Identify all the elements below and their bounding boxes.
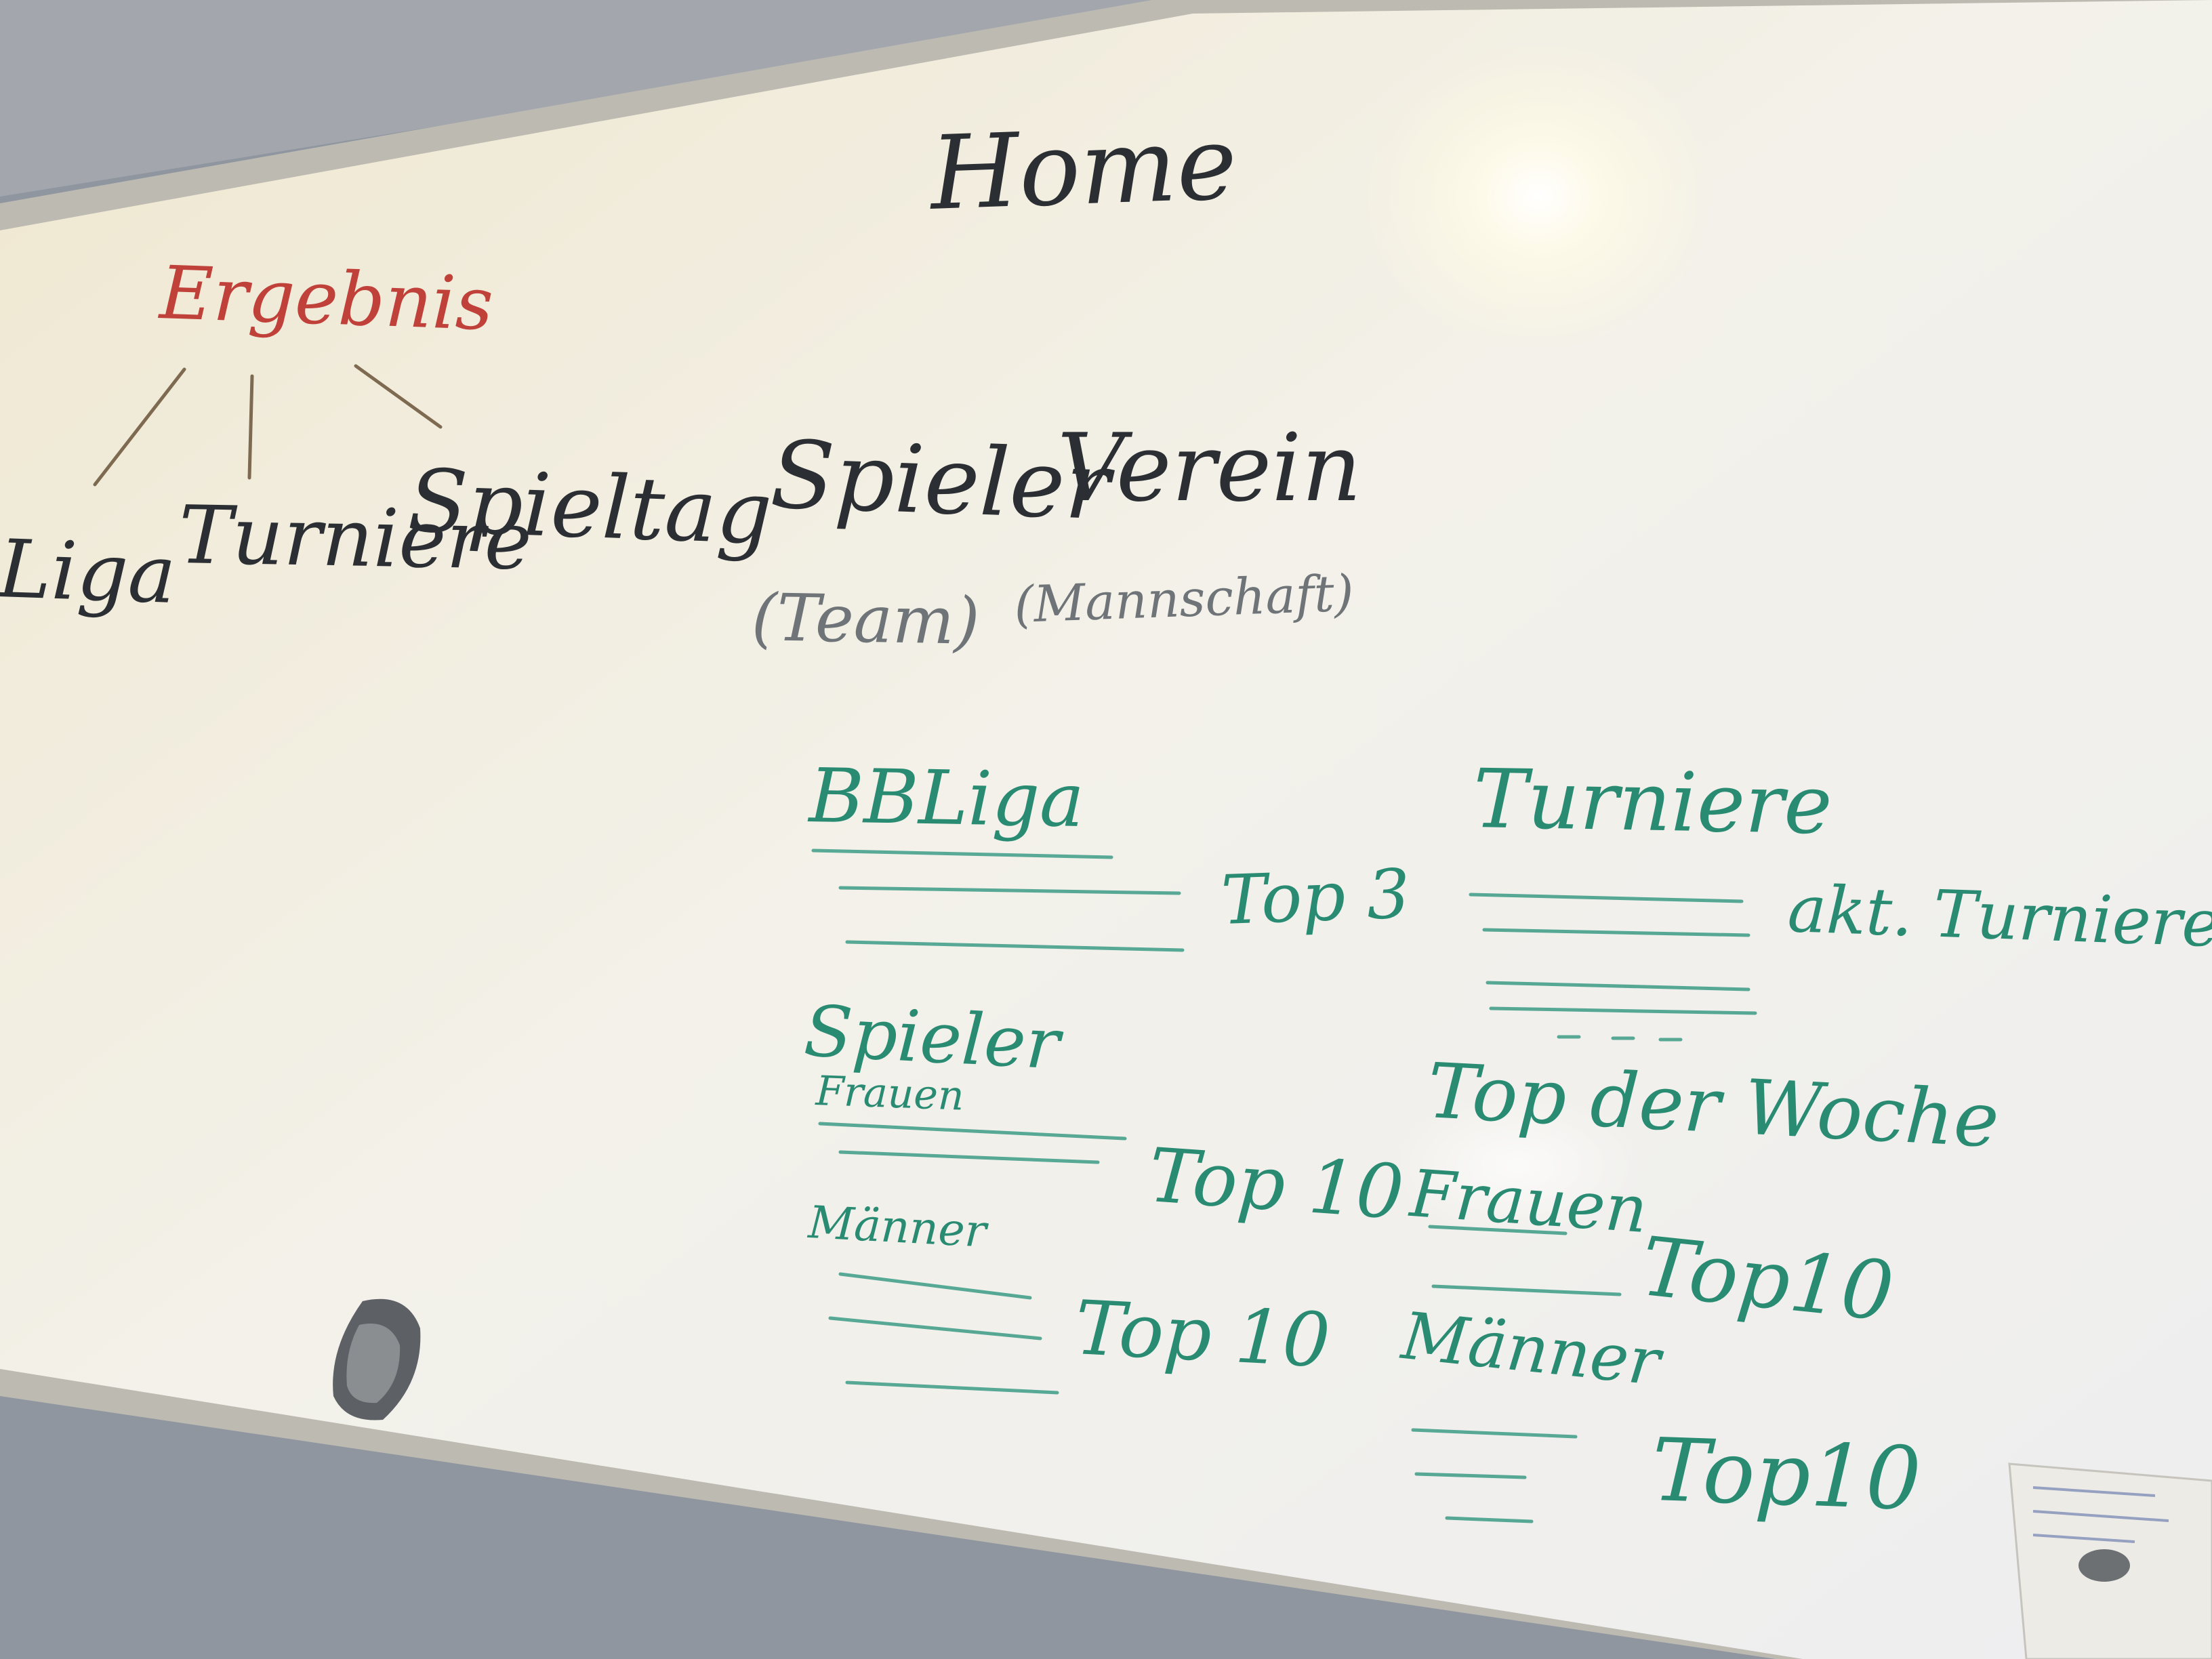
top10-frauen-label: Top 10 (1146, 1132, 1407, 1236)
verein-label: Verein (1057, 413, 1362, 523)
top10-maenner-label: Top 10 (1073, 1284, 1332, 1385)
sticky-note (2008, 1462, 2212, 1659)
board-title: Home (928, 104, 1239, 233)
green-list-lines (811, 848, 1757, 1523)
frauen-label: Frauen (815, 1067, 965, 1120)
light-reflection-secondary (1389, 1091, 1647, 1240)
spieltag-label: Spieltag (406, 451, 774, 565)
ergebnis-tree-lines (93, 364, 443, 487)
top3-label: Top 3 (1220, 854, 1412, 940)
eraser-magnet (333, 1298, 421, 1420)
mannschaft-label: (Mannschaft) (1013, 564, 1355, 634)
light-reflection (1362, 41, 1715, 352)
akt-turniere-label: akt. Turniere (1786, 871, 2212, 962)
maenner-label: Männer (806, 1196, 988, 1258)
top10-maenner-2-label: Top10 (1650, 1420, 1923, 1530)
turniere-green-label: Turniere (1472, 752, 1833, 853)
bbliga-label: BBLiga (808, 752, 1085, 844)
liga-label: Liga (0, 522, 178, 622)
ergebnis-heading: Ergebnis (158, 251, 495, 348)
team-label: (Team) (751, 579, 981, 659)
